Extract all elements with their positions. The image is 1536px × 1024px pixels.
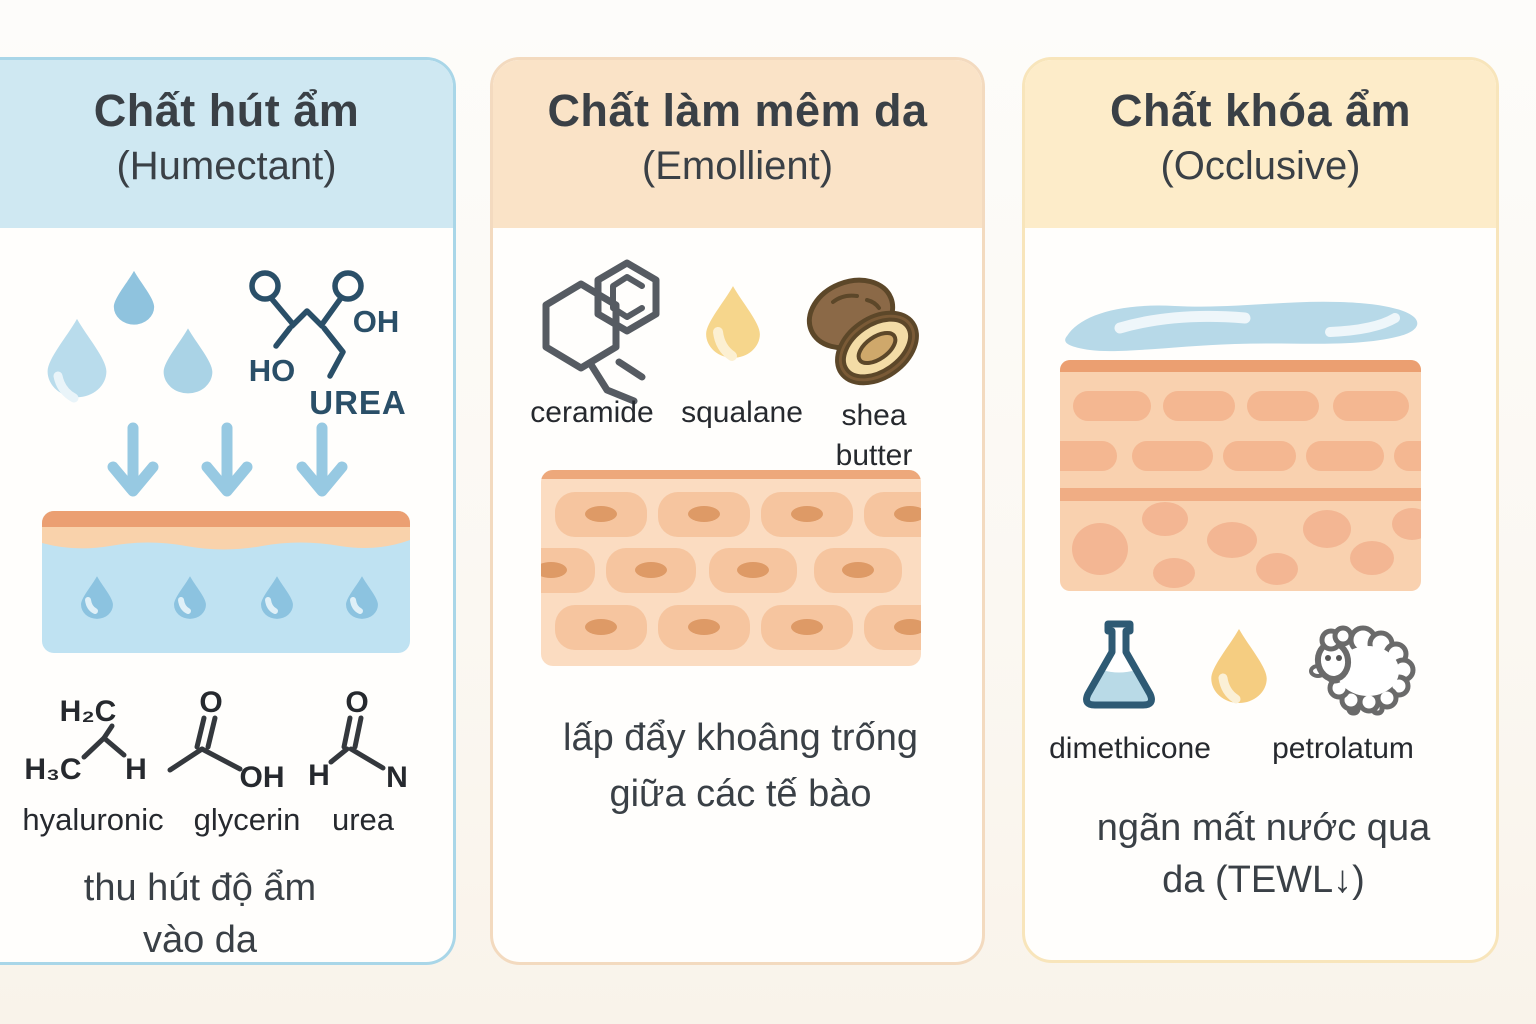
ingredient-label-hyaluronic: hyaluronic [22, 802, 164, 837]
sealed-skin-illustration [1060, 360, 1421, 591]
ingredient-label-dimethicone: dimethicone [1049, 732, 1211, 765]
ingredient-label-petrolatum: petrolatum [1272, 732, 1414, 765]
ingredient-label-glycerin: glycerin [193, 802, 301, 837]
svg-text:O: O [345, 686, 368, 719]
oil-drop-icon [1211, 629, 1267, 704]
skin-layer-illustration [42, 511, 410, 653]
ingredient-label-squalane: squalane [681, 396, 803, 429]
flask-icon [1083, 620, 1155, 709]
humectant-header: Chất hút ẩm (Humectant) [0, 60, 453, 228]
shea-butter-icon [806, 277, 919, 386]
squalane-drop-icon [706, 286, 760, 361]
humectant-caption: thu hút độ ẩm vào da [83, 867, 317, 961]
card-subtitle: (Occlusive) [1160, 144, 1361, 188]
svg-text:H₃C: H₃C [24, 753, 81, 786]
emollient-caption: lấp đẩy khoâng trống giữa các tế bào [563, 717, 918, 815]
card-title: Chất hút ẩm [93, 85, 360, 136]
card-subtitle: (Emollient) [641, 144, 834, 188]
card-humectant: OH HO UREA [0, 57, 456, 965]
humectant-structure-atoms: H₂C H₃C H O OH O H N [24, 686, 407, 794]
down-arrows-icon [107, 422, 348, 497]
svg-text:HO: HO [249, 353, 296, 388]
emollient-header: Chất làm mêm da (Emollient) [493, 60, 982, 228]
humectant-illustration: OH HO UREA [24, 270, 410, 794]
svg-text:OH: OH [240, 761, 285, 794]
card-subtitle: (Humectant) [116, 144, 337, 188]
occlusive-illustration [1060, 301, 1421, 716]
urea-molecule-diagram [249, 270, 364, 379]
svg-text:H: H [308, 759, 330, 792]
ceramide-icon [542, 259, 660, 405]
card-occlusive: Chất khóa ẩm (Occlusive) dimethicone pet… [1022, 57, 1499, 963]
card-title: Chất khóa ẩm [1109, 85, 1412, 136]
water-drops-icon [47, 270, 213, 403]
urea-molecule-labels: OH HO UREA [249, 304, 407, 421]
svg-text:OH: OH [353, 304, 400, 339]
ingredient-label-ceramide: ceramide [530, 396, 654, 429]
svg-text:UREA: UREA [309, 384, 407, 421]
occlusive-film-illustration [1065, 301, 1418, 352]
emollient-illustration [541, 259, 921, 666]
svg-text:O: O [199, 686, 222, 719]
card-title: Chất làm mêm da [547, 85, 928, 136]
humectant-chemical-structures [81, 715, 386, 773]
skin-cells-illustration [541, 470, 921, 666]
ingredient-label-urea: urea [331, 802, 395, 837]
occlusive-caption: ngãn mất nước qua da (TEWL↓) [1096, 807, 1431, 901]
card-emollient: Chất làm mêm da (Emollient) ceramide squ… [490, 57, 985, 965]
svg-text:N: N [386, 761, 408, 794]
lanolin-sheep-icon [1309, 625, 1416, 716]
svg-text:H₂C: H₂C [60, 695, 117, 728]
ingredient-label-shea-butter: shea butter [835, 399, 913, 472]
occlusive-header: Chất khóa ẩm (Occlusive) [1025, 60, 1496, 228]
svg-text:H: H [125, 753, 147, 786]
